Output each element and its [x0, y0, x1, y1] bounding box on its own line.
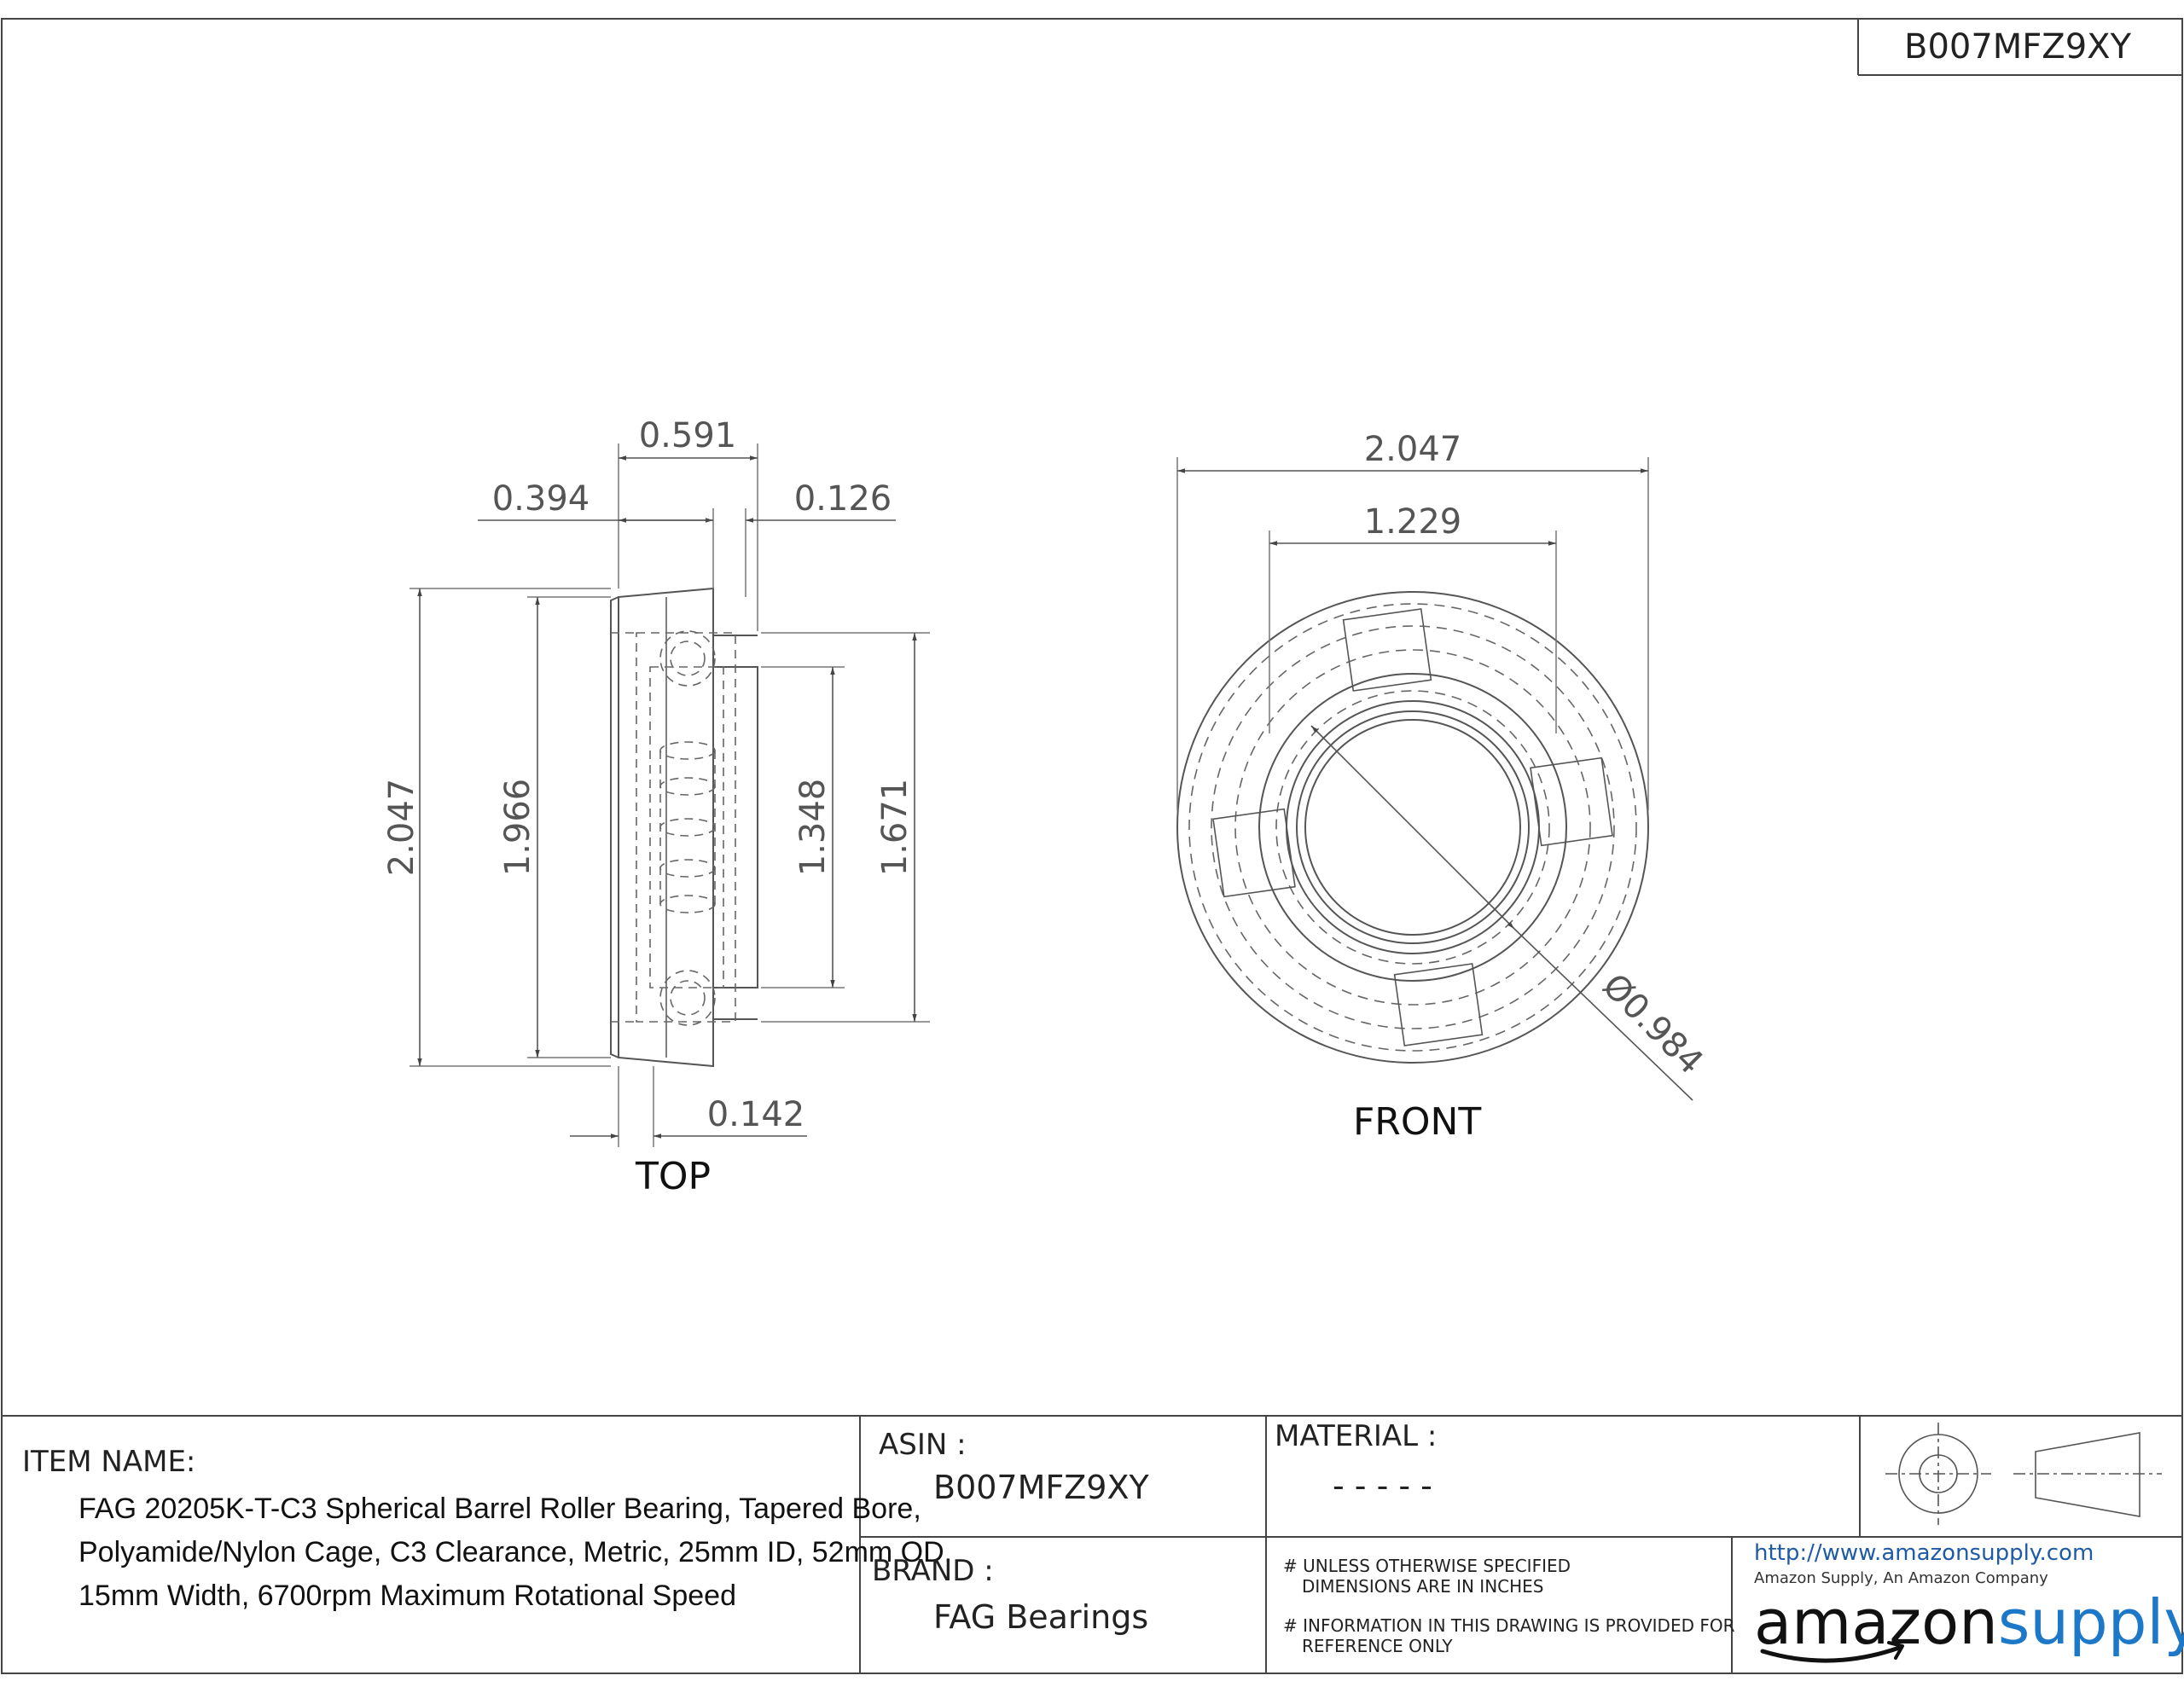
- dim-top-left-width: 0.394: [492, 479, 590, 519]
- item-name-line-1: FAG 20205K-T-C3 Spherical Barrel Roller …: [78, 1493, 921, 1525]
- projection-symbol-icon: [1885, 1423, 2162, 1525]
- dim-top-right-width: 0.126: [794, 479, 892, 519]
- logo-text-supply: supply: [1997, 1586, 2184, 1658]
- front-view-hidden-lines: [1188, 603, 1637, 1052]
- dim-front-outer-diameter: 2.047: [1364, 430, 1462, 469]
- note-reference-line-2: REFERENCE ONLY: [1302, 1636, 1453, 1656]
- asin-value: B007MFZ9XY: [933, 1469, 1149, 1506]
- logo-text-amazon: amazon: [1754, 1586, 1998, 1658]
- header-part-number: B007MFZ9XY: [1904, 27, 2131, 67]
- front-view-extension-lines: [1176, 457, 1649, 810]
- dim-front-pitch-diameter: 1.229: [1364, 502, 1462, 542]
- sheet-border: [1, 18, 2183, 1674]
- note-reference-line-1: # INFORMATION IN THIS DRAWING IS PROVIDE…: [1283, 1615, 1735, 1636]
- dim-top-bottom-width: 0.142: [707, 1095, 805, 1134]
- brand-value: FAG Bearings: [933, 1598, 1149, 1636]
- note-units-line-1: # UNLESS OTHERWISE SPECIFIED: [1283, 1556, 1571, 1576]
- dim-top-inner-height: 1.348: [793, 779, 833, 877]
- front-view-rollers: [1212, 608, 1613, 1046]
- dim-line-front-bore-diameter: [1310, 725, 1515, 930]
- amazon-supply-logo: amazonsupply: [1754, 1586, 2184, 1658]
- title-block-grid: [2, 1415, 2182, 1673]
- top-view-hidden-lines: [611, 630, 736, 1026]
- header-box: [1857, 19, 2182, 76]
- material-label: MATERIAL :: [1275, 1419, 1438, 1453]
- top-view-extension-lines: [410, 443, 930, 1147]
- front-view-geometry: [1176, 591, 1649, 1064]
- item-name-label: ITEM NAME:: [22, 1445, 196, 1479]
- dim-top-outer-ring-height: 1.966: [498, 779, 537, 877]
- asin-label: ASIN :: [879, 1428, 967, 1462]
- item-name-line-3: 15mm Width, 6700rpm Maximum Rotational S…: [78, 1580, 736, 1612]
- material-value: - - - - -: [1333, 1467, 1432, 1504]
- logo-smile-icon: [1760, 1645, 1902, 1663]
- front-view-caption: FRONT: [1353, 1100, 1482, 1144]
- company-url-link[interactable]: http://www.amazonsupply.com: [1754, 1540, 2094, 1566]
- dim-top-shoulder-height: 1.671: [875, 779, 915, 877]
- dim-top-overall-width: 0.591: [639, 416, 737, 455]
- dim-front-bore-diameter: Ø0.984: [1594, 966, 1711, 1082]
- item-name-line-2: Polyamide/Nylon Cage, C3 Clearance, Metr…: [78, 1536, 953, 1568]
- brand-label: BRAND :: [872, 1554, 994, 1588]
- company-tagline: Amazon Supply, An Amazon Company: [1754, 1569, 2048, 1587]
- front-view-dimension-lines: [1177, 468, 1693, 1101]
- note-units-line-2: DIMENSIONS ARE IN INCHES: [1302, 1576, 1544, 1597]
- top-view-dimension-lines: [417, 455, 917, 1139]
- top-view-caption: TOP: [636, 1155, 712, 1198]
- dim-top-outer-diameter: 2.047: [382, 779, 421, 877]
